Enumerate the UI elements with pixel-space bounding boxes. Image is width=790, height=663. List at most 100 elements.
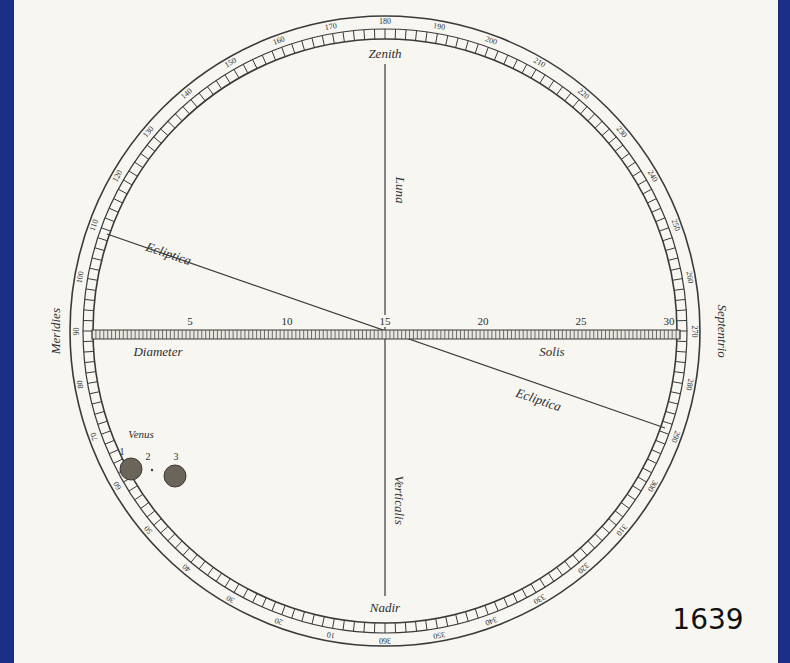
tick — [401, 330, 402, 339]
tick — [671, 268, 681, 270]
year-label: 1639 — [672, 605, 743, 636]
tick — [105, 440, 114, 444]
tick — [433, 330, 434, 339]
tick — [680, 330, 681, 339]
tick — [476, 330, 477, 339]
tick — [111, 330, 112, 339]
tick — [161, 129, 168, 136]
tick — [522, 589, 527, 598]
tick — [312, 38, 314, 48]
tick — [129, 486, 137, 491]
tick — [416, 31, 417, 41]
tick — [475, 609, 478, 619]
tick — [405, 330, 406, 339]
tick — [395, 623, 396, 633]
tick — [557, 87, 563, 95]
scale-number: 15 — [378, 315, 393, 327]
tick — [668, 258, 678, 260]
tick — [664, 330, 665, 339]
tick — [353, 31, 354, 41]
tick — [338, 330, 339, 339]
tick — [494, 51, 498, 60]
tick — [186, 330, 187, 339]
tick — [602, 129, 609, 136]
tick — [183, 107, 190, 114]
tick — [673, 279, 683, 281]
tick — [421, 330, 422, 339]
tick — [675, 299, 685, 300]
tick — [633, 171, 641, 176]
tick — [405, 30, 407, 40]
tick — [595, 534, 602, 541]
tick — [85, 362, 95, 363]
tick — [475, 44, 478, 54]
tick — [513, 593, 517, 602]
tick — [504, 598, 508, 607]
tick — [288, 330, 289, 339]
tick — [531, 584, 536, 593]
tick — [272, 51, 276, 60]
tick — [243, 64, 248, 73]
tick — [363, 30, 365, 40]
tick — [83, 341, 93, 342]
tick — [363, 622, 365, 632]
outer-ring — [70, 16, 700, 646]
tick — [150, 330, 151, 339]
tick — [139, 330, 140, 339]
tick — [90, 268, 100, 270]
tick — [468, 330, 469, 339]
tick — [233, 330, 234, 339]
tick — [205, 330, 206, 339]
tick — [88, 382, 98, 384]
tick — [343, 32, 344, 42]
tick — [252, 330, 253, 339]
tick — [452, 330, 453, 339]
tick — [162, 330, 163, 339]
tick — [83, 320, 93, 321]
tick — [656, 440, 665, 444]
tick — [671, 392, 681, 394]
tick — [609, 137, 617, 143]
tick — [382, 330, 383, 339]
tick — [182, 330, 183, 339]
tick — [395, 29, 396, 39]
tick — [487, 330, 488, 339]
tick — [666, 411, 676, 414]
tick — [343, 620, 344, 630]
tick — [558, 330, 559, 339]
tick — [465, 612, 468, 622]
degree-ring — [83, 29, 687, 633]
venus-disc — [164, 465, 186, 487]
degree-number: 170 — [325, 22, 338, 33]
tick — [548, 81, 554, 89]
tick — [88, 279, 98, 281]
tick — [295, 330, 296, 339]
tick — [554, 330, 555, 339]
tick — [409, 330, 410, 339]
tick — [353, 621, 354, 631]
tick — [175, 114, 182, 121]
tick — [565, 561, 571, 569]
tick — [209, 330, 210, 339]
tick — [262, 55, 266, 64]
tick — [362, 330, 363, 339]
tick — [191, 555, 197, 563]
tick — [531, 330, 532, 339]
tick — [147, 145, 155, 151]
tick — [225, 330, 226, 339]
tick — [170, 330, 171, 339]
tick — [503, 330, 504, 339]
tick — [85, 299, 95, 300]
tick — [627, 494, 635, 500]
tick — [515, 330, 516, 339]
tick — [168, 121, 175, 128]
tick — [629, 330, 630, 339]
tick — [282, 47, 285, 56]
tick — [548, 573, 554, 581]
tick — [374, 330, 375, 339]
tick — [633, 486, 641, 491]
tick — [605, 330, 606, 339]
tick — [674, 289, 684, 290]
tick — [574, 330, 575, 339]
tick — [335, 330, 336, 339]
